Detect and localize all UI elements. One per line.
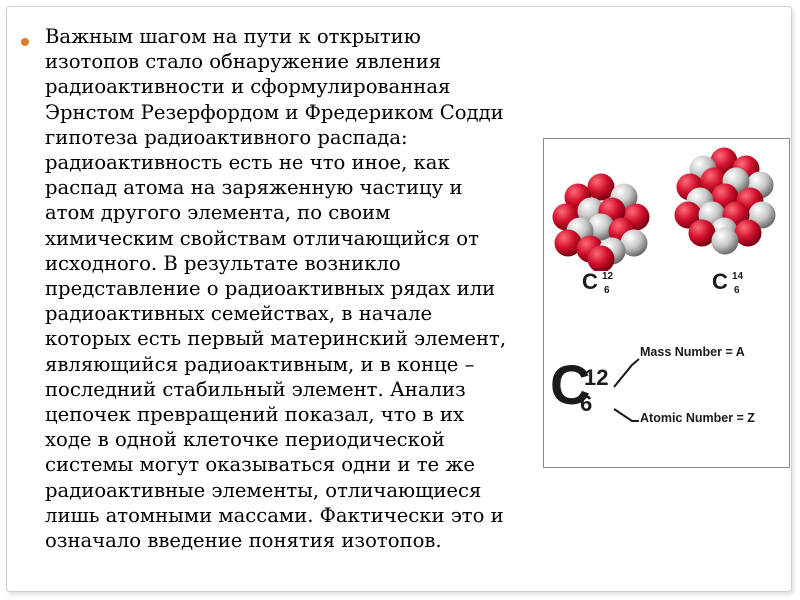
atomic-number-annotation: Atomic Number = Z: [640, 411, 755, 425]
atomic-number-large: 6: [580, 391, 593, 416]
proton-ball: [554, 229, 582, 257]
proton-ball: [587, 173, 615, 201]
mass-number: 14: [732, 271, 744, 282]
text-line: распад атома на заряженную частицу и: [45, 176, 463, 200]
text-line: лишь атомными массами. Фактически это и: [45, 503, 504, 527]
mass-number-large: 12: [584, 365, 609, 390]
element-symbol: C: [712, 269, 728, 294]
text-line: являющийся радиоактивным, и в конце –: [45, 352, 475, 376]
text-line: означало введение понятия изотопов.: [45, 529, 442, 553]
text-line: системы могут оказываться одни и те же: [45, 453, 475, 477]
carbon-14-nucleus-illustration: [674, 147, 776, 255]
element-symbol-large: C: [550, 353, 591, 416]
isotope-figure: C 12 6 C 14 6 C 12 6 Mass Number = A Ato…: [543, 138, 790, 468]
mass-number: 12: [602, 271, 614, 282]
text-line: гипотеза радиоактивного распада:: [45, 125, 408, 149]
leader-lines: [613, 358, 640, 422]
bullet-marker: [21, 38, 29, 46]
text-line: изотопов стало обнаружение явления: [45, 50, 442, 74]
text-line: последний стабильный элемент. Анализ: [45, 377, 466, 401]
proton-ball: [688, 219, 716, 247]
proton-ball: [734, 219, 762, 247]
atomic-number: 6: [604, 285, 610, 296]
isotope-label-right: C 14 6: [712, 269, 743, 296]
text-line: Эрнстом Резерфордом и Фредериком Содди: [45, 100, 504, 124]
element-symbol: C: [582, 269, 598, 294]
neutron-ball: [587, 213, 615, 241]
neutron-ball: [620, 229, 648, 257]
text-line: Важным шагом на пути к открытию: [45, 25, 421, 48]
proton-ball: [710, 147, 738, 175]
text-line: цепочек превращений показал, что в их: [45, 403, 464, 427]
mass-number-annotation: Mass Number = A: [640, 345, 745, 359]
carbon-12-nucleus-illustration: [552, 173, 650, 271]
text-line: представление о радиоактивных рядах или: [45, 277, 496, 301]
atomic-number: 6: [734, 285, 740, 296]
text-line: радиоактивные элементы, отличающиеся: [45, 478, 482, 502]
text-line: исходного. В результате возникло: [45, 251, 401, 275]
text-line: которых есть первый материнский элемент,: [45, 327, 507, 351]
body-paragraph: Важным шагом на пути к открытию изотопов…: [45, 24, 565, 553]
text-line: радиоактивность есть не что иное, как: [45, 151, 450, 175]
text-line: радиоактивных семействах, в начале: [45, 302, 433, 326]
isotope-label-left: C 12 6: [582, 269, 613, 296]
text-line: химическим свойствам отличающийся от: [45, 226, 479, 250]
text-line: радиоактивности и сформулированная: [45, 75, 451, 99]
text-line: ходе в одной клеточке периодической: [45, 428, 445, 452]
proton-ball: [587, 245, 615, 271]
text-line: атом другого элемента, по своим: [45, 201, 391, 225]
neutron-ball: [711, 227, 739, 255]
